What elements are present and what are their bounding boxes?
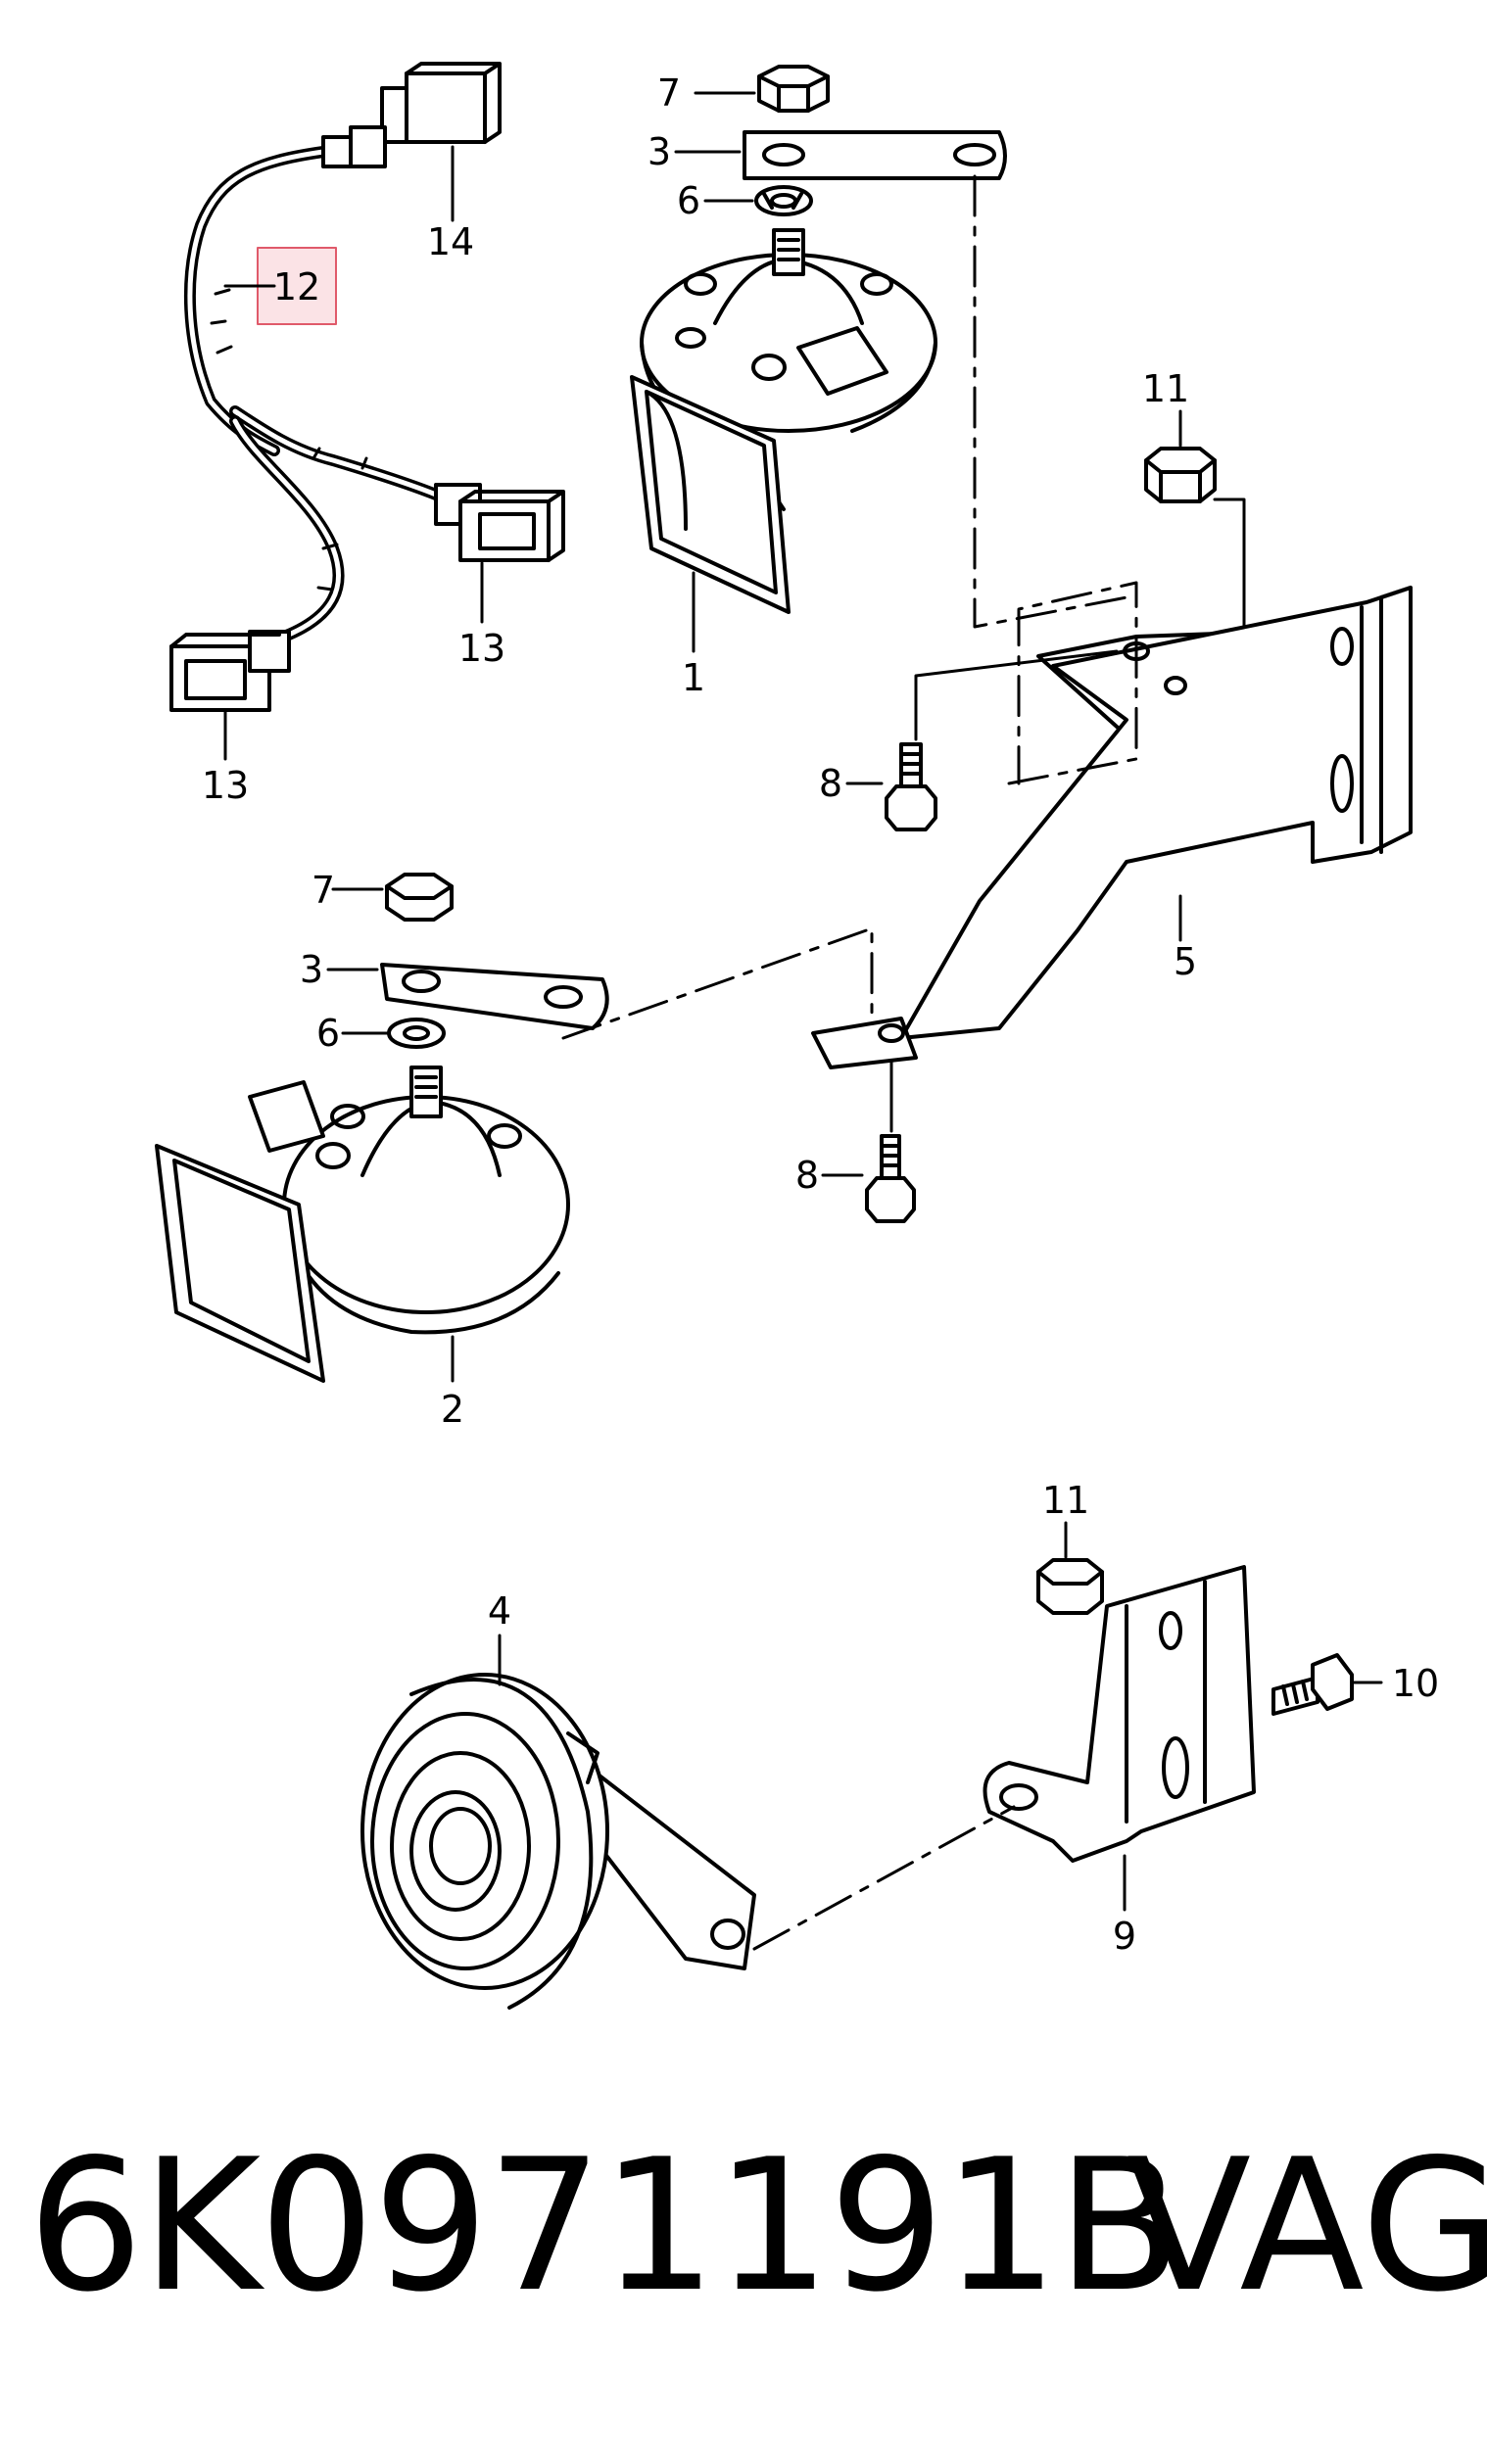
label-3-lower: 3 bbox=[300, 948, 323, 991]
label-6-upper: 6 bbox=[677, 179, 700, 222]
upper-bolt-8 bbox=[885, 742, 937, 831]
label-3-upper: 3 bbox=[648, 130, 671, 173]
lower-nut-11 bbox=[1036, 1558, 1104, 1615]
horn-1 bbox=[630, 228, 937, 614]
upper-strap-3 bbox=[743, 130, 1007, 180]
label-6-lower: 6 bbox=[316, 1012, 340, 1055]
lower-washer-6 bbox=[387, 1018, 446, 1049]
brand-name: VAG bbox=[1127, 2119, 1487, 2332]
upper-nut-11 bbox=[1144, 447, 1217, 503]
connector-13-left-plug bbox=[169, 630, 291, 712]
label-11-lower: 11 bbox=[1042, 1479, 1089, 1522]
label-13-left: 13 bbox=[202, 764, 249, 807]
horn-2 bbox=[155, 1066, 570, 1383]
label-2: 2 bbox=[441, 1388, 464, 1431]
label-7-upper: 7 bbox=[657, 71, 681, 115]
bracket-5 bbox=[811, 586, 1413, 1069]
upper-washer-6 bbox=[754, 185, 813, 216]
dash-horn-4 bbox=[752, 1805, 1016, 1951]
part-number: 6K0971191B bbox=[27, 2119, 1181, 2332]
bracket-9 bbox=[983, 1565, 1256, 1863]
label-12: 12 bbox=[273, 265, 320, 308]
label-10: 10 bbox=[1392, 1662, 1439, 1705]
bolt-10 bbox=[1271, 1653, 1354, 1716]
label-4: 4 bbox=[488, 1589, 511, 1633]
parts-diagram: 7 3 6 14 12 11 13 1 13 8 7 5 3 6 8 2 11 … bbox=[155, 62, 1439, 2010]
dash-lower-strap bbox=[561, 926, 874, 1040]
label-7-lower: 7 bbox=[312, 869, 335, 912]
lower-nut-7 bbox=[385, 873, 454, 922]
label-9: 9 bbox=[1113, 1915, 1136, 1958]
dash-upper-bolt bbox=[914, 649, 1119, 741]
label-14: 14 bbox=[427, 220, 474, 263]
label-5: 5 bbox=[1174, 940, 1197, 983]
label-13-right: 13 bbox=[458, 627, 505, 670]
connector-14-plug bbox=[321, 62, 502, 168]
label-8-lower: 8 bbox=[795, 1154, 819, 1197]
dash-upper-horn bbox=[1007, 581, 1138, 785]
dash-upper-nut bbox=[1213, 498, 1246, 629]
lower-bolt-8 bbox=[865, 1134, 916, 1223]
dash-upper-strap bbox=[973, 174, 1128, 629]
horn-4 bbox=[360, 1673, 756, 2010]
wiring-harness bbox=[183, 146, 442, 652]
label-1: 1 bbox=[682, 656, 705, 699]
label-8-upper: 8 bbox=[819, 762, 842, 805]
connector-13-right-plug bbox=[434, 483, 565, 562]
upper-nut-7 bbox=[757, 65, 830, 113]
label-11-upper: 11 bbox=[1142, 367, 1189, 410]
